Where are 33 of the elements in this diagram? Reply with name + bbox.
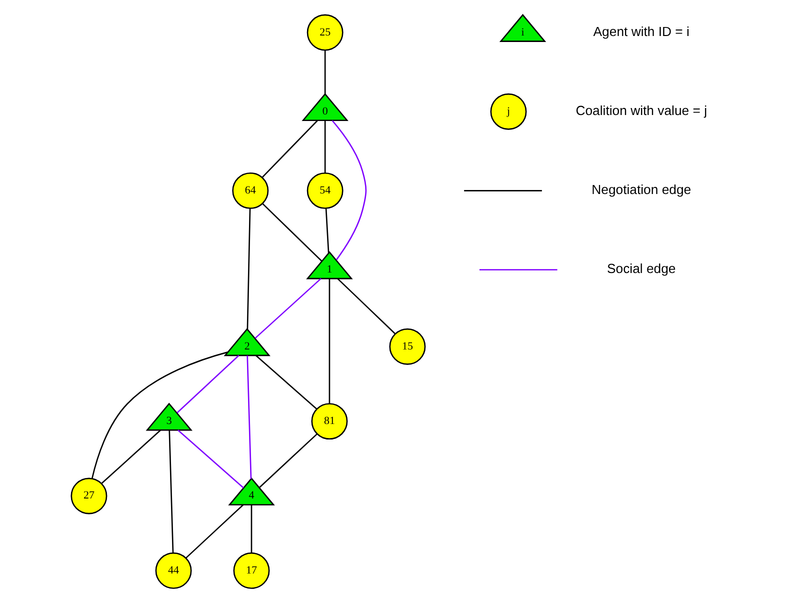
legend-label: Social edge: [606, 261, 676, 276]
connector: [246, 208, 251, 330]
connector: [246, 356, 252, 479]
connector: [185, 504, 244, 559]
connector: [332, 120, 367, 260]
node-circle: 44: [155, 552, 192, 589]
connector: [250, 504, 252, 553]
connector: [101, 430, 161, 484]
connector: [178, 430, 244, 488]
connector: [324, 120, 326, 173]
connector: [325, 208, 330, 254]
connector: [91, 352, 228, 479]
connector: [262, 120, 318, 178]
connector: [259, 434, 318, 488]
node-circle: 81: [311, 403, 348, 440]
node-circle: 54: [306, 172, 344, 209]
connector: [337, 278, 396, 334]
connector: [176, 355, 240, 414]
connector: [328, 278, 330, 404]
connector: [262, 203, 322, 262]
legend-label: Coalition with value = j: [576, 103, 708, 118]
legend-label: Agent with ID = i: [593, 24, 690, 39]
node-circle: 27: [70, 478, 108, 514]
node-circle: 15: [389, 328, 426, 365]
node-circle: 64: [232, 172, 269, 209]
connector: [324, 50, 326, 94]
connector: [168, 430, 174, 554]
node-circle: 17: [233, 552, 270, 589]
connector: [254, 278, 322, 339]
connector: [256, 354, 318, 410]
node-circle: 25: [306, 14, 344, 51]
legend-label: Negotiation edge: [592, 182, 692, 198]
node-circle: j: [490, 93, 527, 130]
